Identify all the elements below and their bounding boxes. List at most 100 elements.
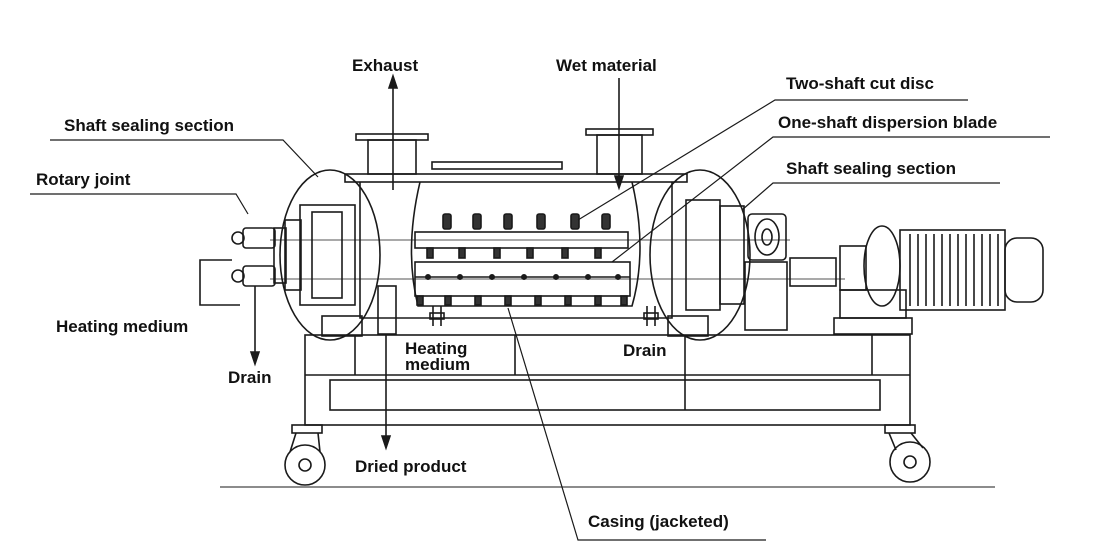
drain-valve-stem xyxy=(646,306,656,326)
dispersion-blade xyxy=(594,295,602,306)
dispersion-blade xyxy=(444,295,452,306)
left-shaft-seal-assembly xyxy=(273,204,356,306)
gear-reducer xyxy=(839,225,901,307)
exhaust-duct xyxy=(367,139,417,175)
rotary-joint xyxy=(231,227,276,287)
left-seal-gland xyxy=(311,211,343,299)
cut-disc-tip xyxy=(493,247,501,259)
wet-material-arrow xyxy=(613,78,625,191)
exhaust-flange xyxy=(355,133,429,141)
right-seal-gland xyxy=(719,205,745,305)
base-frame-lower-beam xyxy=(329,379,881,411)
label-shaft-sealing-right: Shaft sealing section xyxy=(786,159,957,178)
drawing-lines xyxy=(30,73,1050,541)
cut-disc-paddle xyxy=(442,213,452,230)
right-caster xyxy=(884,424,931,483)
leader-lines xyxy=(30,99,1050,541)
exhaust-arrow xyxy=(387,73,399,190)
left-caster-plate xyxy=(291,424,323,434)
dispersion-blade-hub xyxy=(488,273,495,280)
right-seal-flange xyxy=(685,199,721,311)
pulley-housing xyxy=(747,213,787,261)
shaft-coupling xyxy=(789,257,837,287)
left-caster xyxy=(284,424,326,486)
motor-fin-set xyxy=(909,234,999,306)
dispersion-blade xyxy=(474,295,482,306)
left-caster-wheel xyxy=(284,444,326,486)
heating-medium-pipe xyxy=(199,259,240,306)
cut-disc-set xyxy=(426,213,611,259)
inspection-cover xyxy=(431,161,563,170)
label-two-shaft-cut-disc: Two-shaft cut disc xyxy=(786,74,934,93)
rotary-joint-lower xyxy=(242,265,276,287)
left-drain-arrow xyxy=(249,286,261,367)
label-casing: Casing (jacketed) xyxy=(588,512,729,531)
bearing-stand xyxy=(744,261,788,331)
rotary-joint-hose-lower xyxy=(231,269,245,283)
label-heating-medium-left: Heating medium xyxy=(56,317,189,336)
bearing-pulley xyxy=(747,213,787,261)
leader-casing xyxy=(507,307,766,541)
right-end-cap xyxy=(649,169,751,341)
label-shaft-sealing-left: Shaft sealing section xyxy=(64,116,235,135)
dispersion-blade-hub xyxy=(584,273,591,280)
motor-base-plate xyxy=(833,317,913,335)
gear-reducer-body xyxy=(839,245,867,291)
cut-disc-paddle xyxy=(536,213,546,230)
left-caster-fork xyxy=(289,432,321,453)
right-caster-plate xyxy=(884,424,916,434)
dispersion-blade xyxy=(564,295,572,306)
casing-inner-wall xyxy=(410,181,641,307)
cut-disc-tip xyxy=(594,247,602,259)
motor-base-block xyxy=(839,289,907,319)
leader-shaft-sealing-right xyxy=(741,182,1000,211)
dispersion-blade xyxy=(416,295,424,306)
label-exhaust: Exhaust xyxy=(352,56,419,75)
pulley-hub xyxy=(761,228,773,246)
cut-disc-tip xyxy=(526,247,534,259)
leader-one-shaft-dispersion-blade xyxy=(611,136,1050,263)
cut-disc-tip xyxy=(426,247,434,259)
right-caster-fork xyxy=(888,432,924,451)
wet-material-arrow-head xyxy=(613,175,625,191)
dispersion-blade-hub xyxy=(552,273,559,280)
exhaust-arrow-head xyxy=(387,73,399,89)
dispersion-blade xyxy=(620,295,628,306)
discharge-chute xyxy=(377,285,397,335)
dispersion-blade-hub xyxy=(424,273,431,280)
label-rotary-joint: Rotary joint xyxy=(36,170,131,189)
left-drain-arrow-head xyxy=(249,351,261,367)
motor-base xyxy=(833,289,913,335)
trough-body xyxy=(359,182,673,319)
left-saddle-support xyxy=(321,315,363,337)
dispersion-blade xyxy=(534,295,542,306)
drive-motor xyxy=(899,229,1044,311)
jacket-drain-valve-right xyxy=(643,306,659,326)
left-caster-hub xyxy=(298,458,312,472)
left-bearing-housing xyxy=(284,219,302,291)
label-heating-medium-center: Heating medium xyxy=(405,339,471,374)
dispersion-blade-shaft xyxy=(414,261,631,297)
label-dried-product: Dried product xyxy=(355,457,467,476)
cut-disc-paddle xyxy=(570,213,580,230)
left-seal-flange xyxy=(299,204,356,306)
drain-valve-stem xyxy=(432,306,442,326)
rotary-joint-hose-upper xyxy=(231,231,245,245)
cut-disc-tip xyxy=(458,247,466,259)
cut-disc-paddle xyxy=(601,213,611,230)
base-frame-outer xyxy=(304,334,911,426)
pulley-wheel xyxy=(754,218,780,256)
dispersion-blade-hub xyxy=(456,273,463,280)
drain-valve-body xyxy=(429,312,445,320)
exhaust-port xyxy=(355,133,429,175)
label-drain-center: Drain xyxy=(623,341,667,360)
leader-two-shaft-cut-disc xyxy=(577,99,968,221)
motor-end-cap xyxy=(1004,237,1044,303)
base-frame xyxy=(304,315,911,426)
label-one-shaft-dispersion-blade: One-shaft dispersion blade xyxy=(778,113,998,132)
cut-disc-shaft xyxy=(414,231,629,249)
right-saddle-support xyxy=(667,315,709,337)
rotary-joint-upper xyxy=(242,227,276,249)
